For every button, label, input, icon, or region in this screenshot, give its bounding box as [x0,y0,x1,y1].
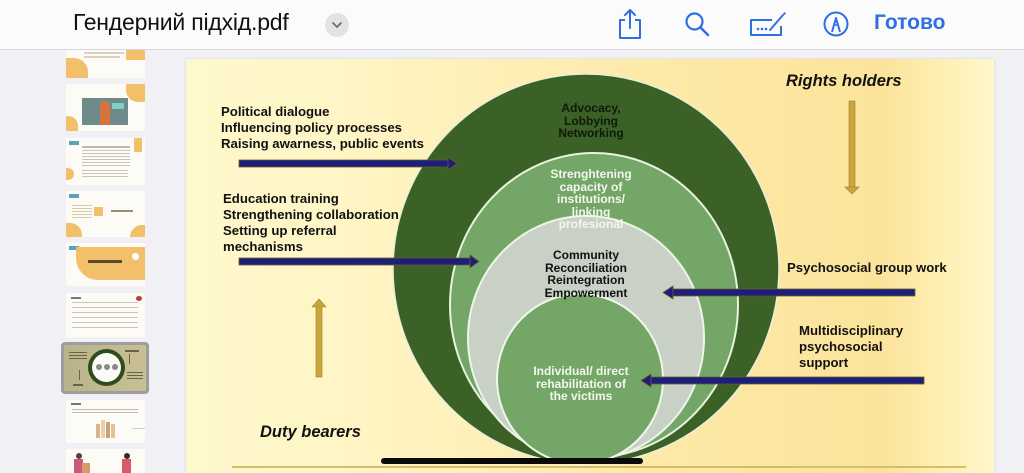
text-line: linking [571,204,611,219]
thumbnail-sidebar[interactable] [0,50,160,473]
page-thumbnail-selected[interactable] [61,342,149,394]
text-line: Community [553,248,619,262]
markup-button[interactable] [820,8,852,40]
done-button[interactable]: Готово [874,11,946,34]
search-button[interactable] [681,8,713,40]
text-line: Strenghtening [550,167,632,181]
page-thumbnail[interactable] [66,293,145,337]
pdf-page[interactable]: Rights holders Duty bearers Political di… [186,59,994,473]
text-line: Individual/ direct [533,364,629,378]
right-activities-1: Psychosocial group work [787,260,947,276]
text-line: Reconciliation [544,260,627,275]
page-thumbnail[interactable] [66,449,145,473]
text-line: Lobbying [564,113,618,128]
text-line: mechanisms [223,239,303,254]
text-line: capacity of [559,179,623,194]
document-title[interactable]: Гендерний підхід.pdf [73,9,289,35]
left-activities-2: Education training Strengthening collabo… [223,191,399,255]
concentric-circles-diagram [232,73,968,468]
text-line: Reintegration [547,273,625,287]
text-line: profesional [558,217,624,231]
text-line: Advocacy, [561,101,621,115]
rights-holders-label: Rights holders [786,72,902,90]
left-activities-1: Political dialogue Influencing policy pr… [221,104,424,152]
text-line: Strengthening collaboration [223,207,399,222]
text-line: Influencing policy processes [221,120,403,135]
arrow-right-2 [238,254,480,269]
text-line: Psychosocial group work [787,260,947,275]
signature-button[interactable] [748,8,788,40]
signature-icon [750,12,786,36]
page-thumbnail[interactable] [66,50,145,78]
text-line: the victims [549,389,613,403]
text-line: support [799,355,849,370]
text-line: rehabilitation of [536,376,626,391]
right-activities-2: Multidisciplinary psychosocial support [799,323,903,371]
arrow-down-gold [844,100,860,195]
third-ring-label: Community Reconciliation Reintegration E… [516,249,656,299]
text-line: Raising awarness, public events [221,136,425,151]
arrow-left-1 [662,285,916,300]
text-line: Empowerment [544,285,628,300]
text-line: Networking [558,126,624,140]
share-icon [619,9,641,39]
second-ring-label: Strenghtening capacity of institutions/ … [521,168,661,231]
title-menu-button[interactable] [325,13,349,37]
search-icon [685,12,710,37]
text-line: Education training [223,191,339,206]
page-thumbnail[interactable] [66,243,145,286]
markup-pen-icon [823,11,849,37]
arrow-up-gold [311,298,327,378]
outer-ring-label: Advocacy, Lobbying Networking [521,102,661,140]
top-toolbar: Гендерний підхід.pdf Готово [0,0,1024,50]
page-thumbnail[interactable] [66,84,145,131]
arrow-right-1 [238,156,458,171]
duty-bearers-label: Duty bearers [260,423,361,441]
bottom-rule [232,466,968,468]
text-line: Multidisciplinary [799,323,904,338]
text-line: institutions/ [557,192,625,206]
page-margin [966,59,994,473]
chevron-down-icon [332,22,342,29]
page-thumbnail[interactable] [66,400,145,443]
more-dots-icon [96,364,118,371]
slide-diagram: Rights holders Duty bearers Political di… [186,59,976,473]
inner-circle-label: Individual/ direct rehabilitation of the… [511,365,651,403]
share-button[interactable] [614,8,646,40]
arrow-left-2 [640,373,925,388]
text-line: psychosocial [799,339,883,354]
text-line: Political dialogue [221,104,330,119]
text-line: Setting up referral [223,223,337,238]
page-thumbnail[interactable] [66,191,145,237]
home-indicator[interactable] [381,458,643,464]
page-thumbnail[interactable] [66,138,145,185]
